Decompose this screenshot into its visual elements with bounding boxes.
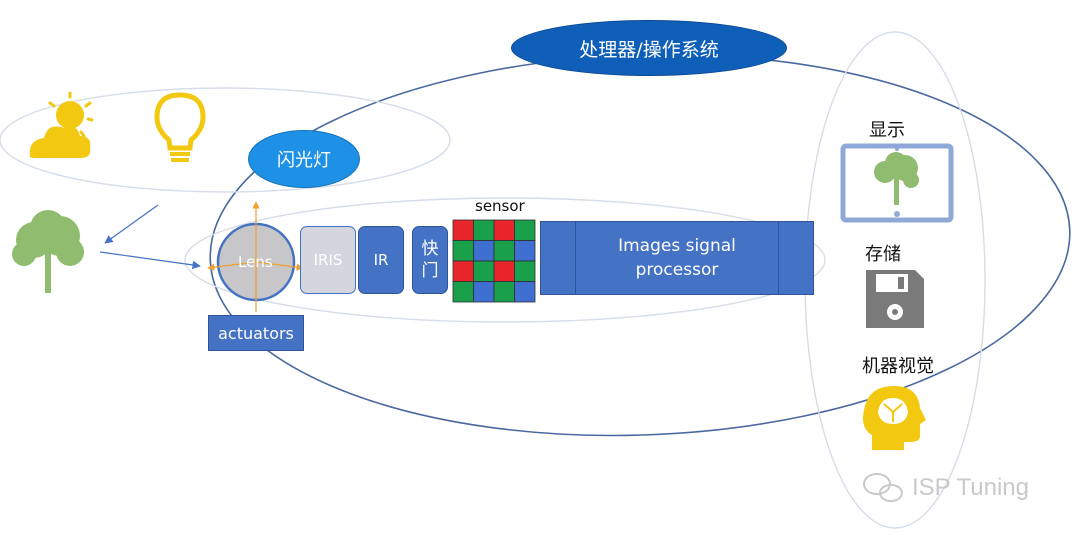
sensor-pixel-red	[452, 219, 474, 241]
os-label: 处理器/操作系统	[579, 38, 719, 61]
sensor-pixel-blue	[473, 240, 495, 262]
sensor-pixel-blue	[514, 281, 536, 303]
flash-badge: 闪光灯	[248, 130, 360, 188]
isp-box: Images signal processor	[540, 221, 814, 295]
machine-vision-head-icon	[863, 386, 926, 450]
sensor-bayer-grid	[452, 219, 536, 303]
watermark-text: ISP Tuning	[912, 474, 1029, 501]
scene-to-lens-arrow	[99, 251, 201, 270]
os-badge: 处理器/操作系统	[511, 20, 787, 76]
light-source-ellipse	[0, 87, 451, 193]
display-label: 显示	[869, 120, 905, 141]
iris-box: IRIS	[300, 226, 356, 294]
shutter-label: 快 门	[421, 239, 439, 281]
ir-box: IR	[358, 226, 404, 294]
ir-label: IR	[373, 251, 389, 269]
sensor-pixel-red	[493, 260, 515, 282]
actuators-label: actuators	[218, 323, 294, 343]
sensor-pixel-green	[514, 219, 536, 241]
sensor-pixel-green	[473, 260, 495, 282]
iris-label: IRIS	[313, 251, 343, 269]
sensor-label: sensor	[475, 197, 525, 215]
sensor-pixel-blue	[473, 281, 495, 303]
actuators-box: actuators	[208, 315, 304, 351]
sensor-pixel-green	[493, 240, 515, 262]
storage-label: 存储	[865, 244, 901, 265]
actuator-arrows	[207, 201, 304, 312]
display-icon	[840, 143, 954, 223]
camera-path-ellipse	[184, 197, 826, 323]
isp-label: Images signal processor	[618, 236, 736, 280]
sensor-pixel-green	[493, 281, 515, 303]
light-to-scene-arrow	[104, 204, 159, 244]
sensor-pixel-green	[452, 240, 474, 262]
floppy-disk-icon	[866, 270, 924, 328]
wechat-icon	[863, 473, 903, 502]
sensor-pixel-red	[452, 260, 474, 282]
sun-cloud-icon	[29, 91, 94, 158]
lens-label: Lens	[238, 253, 273, 271]
sensor-pixel-green	[452, 281, 474, 303]
shutter-box: 快 门	[412, 226, 448, 294]
light-bulb-icon	[154, 92, 206, 162]
sensor-pixel-blue	[514, 240, 536, 262]
tree-scene-icon	[12, 210, 84, 293]
flash-label: 闪光灯	[277, 150, 331, 171]
sensor-pixel-green	[514, 260, 536, 282]
vision-label: 机器视觉	[862, 356, 934, 377]
sensor-pixel-green	[473, 219, 495, 241]
sensor-pixel-red	[493, 219, 515, 241]
